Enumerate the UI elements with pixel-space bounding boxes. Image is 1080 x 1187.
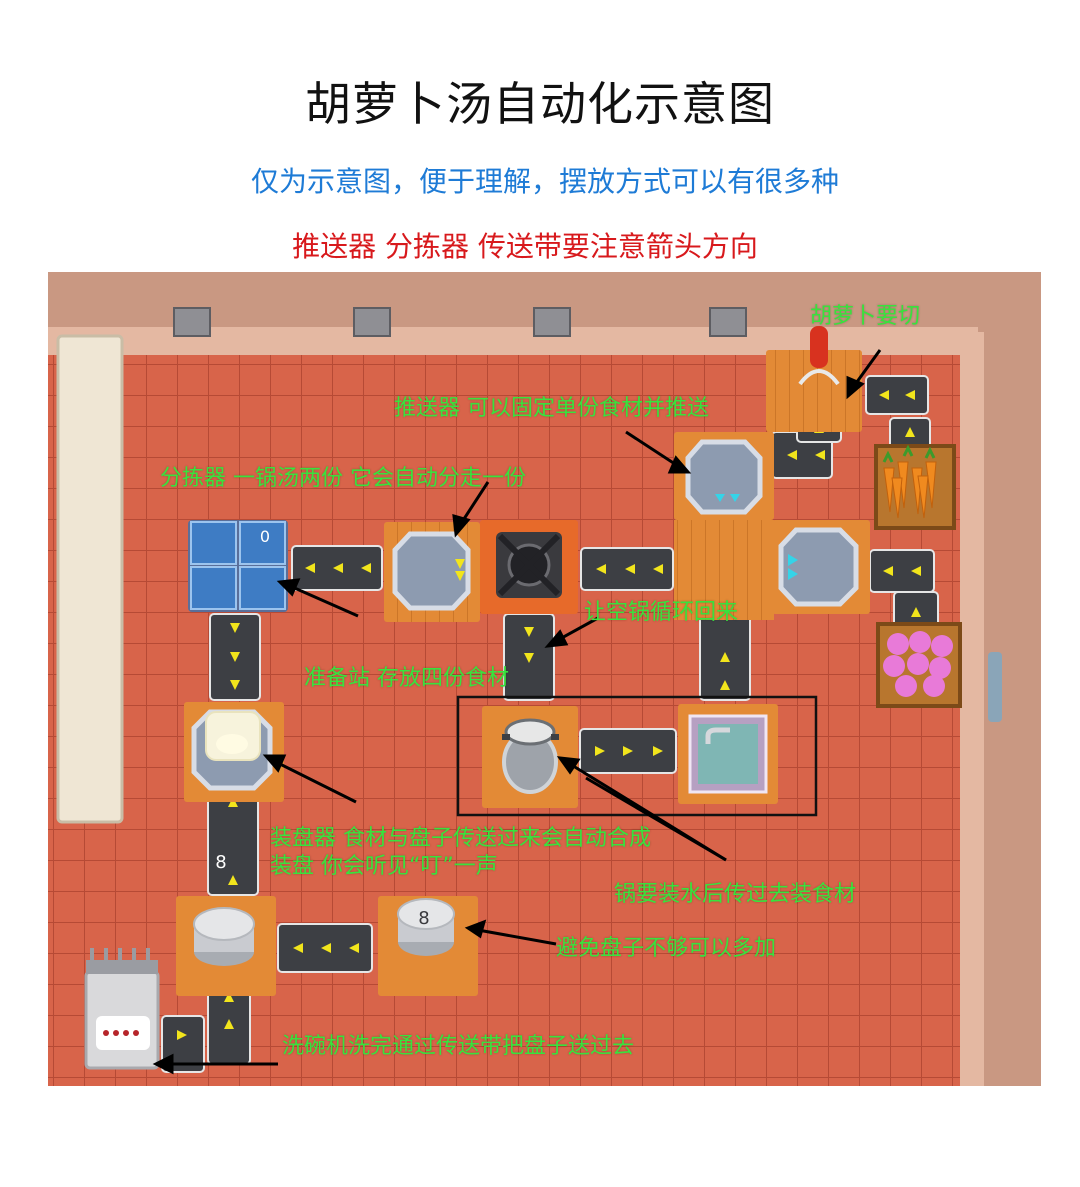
annotation-dishwasher: 洗碗机洗完通过传送带把盘子送过去 xyxy=(282,1034,635,1059)
warning-note: 推送器 分拣器 传送带要注意箭头方向 xyxy=(292,230,758,263)
kitchen-layout: 0 xyxy=(48,272,1041,1086)
dishwasher xyxy=(84,948,160,1070)
plate-stack-station xyxy=(378,896,478,996)
annotation-plating-line2: 装盘 你会听见“叮”一声 xyxy=(270,854,498,879)
plate-counter-left: 8 xyxy=(215,852,226,873)
plate-return-station xyxy=(176,896,276,996)
annotation-plating-line1: 装盘器 食材与盘子传送过来会自动合成 xyxy=(270,826,651,851)
right-wall-ledge xyxy=(960,332,984,1086)
pot-station xyxy=(482,706,578,808)
wood-counter-middle xyxy=(674,520,774,620)
pusher-right xyxy=(772,520,870,614)
right-wall xyxy=(978,272,1041,1086)
prep-counter: 0 xyxy=(260,527,270,546)
prep-station xyxy=(188,520,288,612)
annotation-arrows xyxy=(152,349,882,1075)
sorter xyxy=(384,522,480,622)
annotation-pusher: 推送器 可以固定单份食材并推送 xyxy=(394,396,709,421)
highlight-box xyxy=(456,695,818,817)
pusher-upper xyxy=(674,432,774,520)
annotation-pot-water: 锅要装水后传过去装食材 xyxy=(614,882,857,907)
cutting-board xyxy=(766,326,862,432)
page-title: 胡萝卜汤自动化示意图 xyxy=(305,77,775,131)
game-scene: 0 xyxy=(48,272,1041,1086)
sink xyxy=(678,704,778,804)
carrot-crate xyxy=(874,444,956,530)
annotation-empty-pot-cycle: 让空锅循环回来 xyxy=(584,600,739,625)
onion-crate xyxy=(876,622,962,708)
plating-station xyxy=(184,702,284,802)
cooking-station xyxy=(480,520,578,614)
plate-stack-count: 8 xyxy=(418,908,429,929)
wall-pipe xyxy=(988,652,1002,722)
subtitle-note: 仅为示意图，便于理解，摆放方式可以有很多种 xyxy=(250,165,839,198)
annotation-add-plates: 避免盘子不够可以多加 xyxy=(556,936,777,961)
left-counter xyxy=(56,334,124,824)
annotation-cut-carrot: 胡萝卜要切 xyxy=(810,304,921,329)
annotation-prep-station: 准备站 存放四份食材 xyxy=(304,666,509,691)
wall-vents xyxy=(173,307,747,337)
annotation-sorter: 分拣器 一锅汤两份 它会自动分走一份 xyxy=(160,466,526,491)
